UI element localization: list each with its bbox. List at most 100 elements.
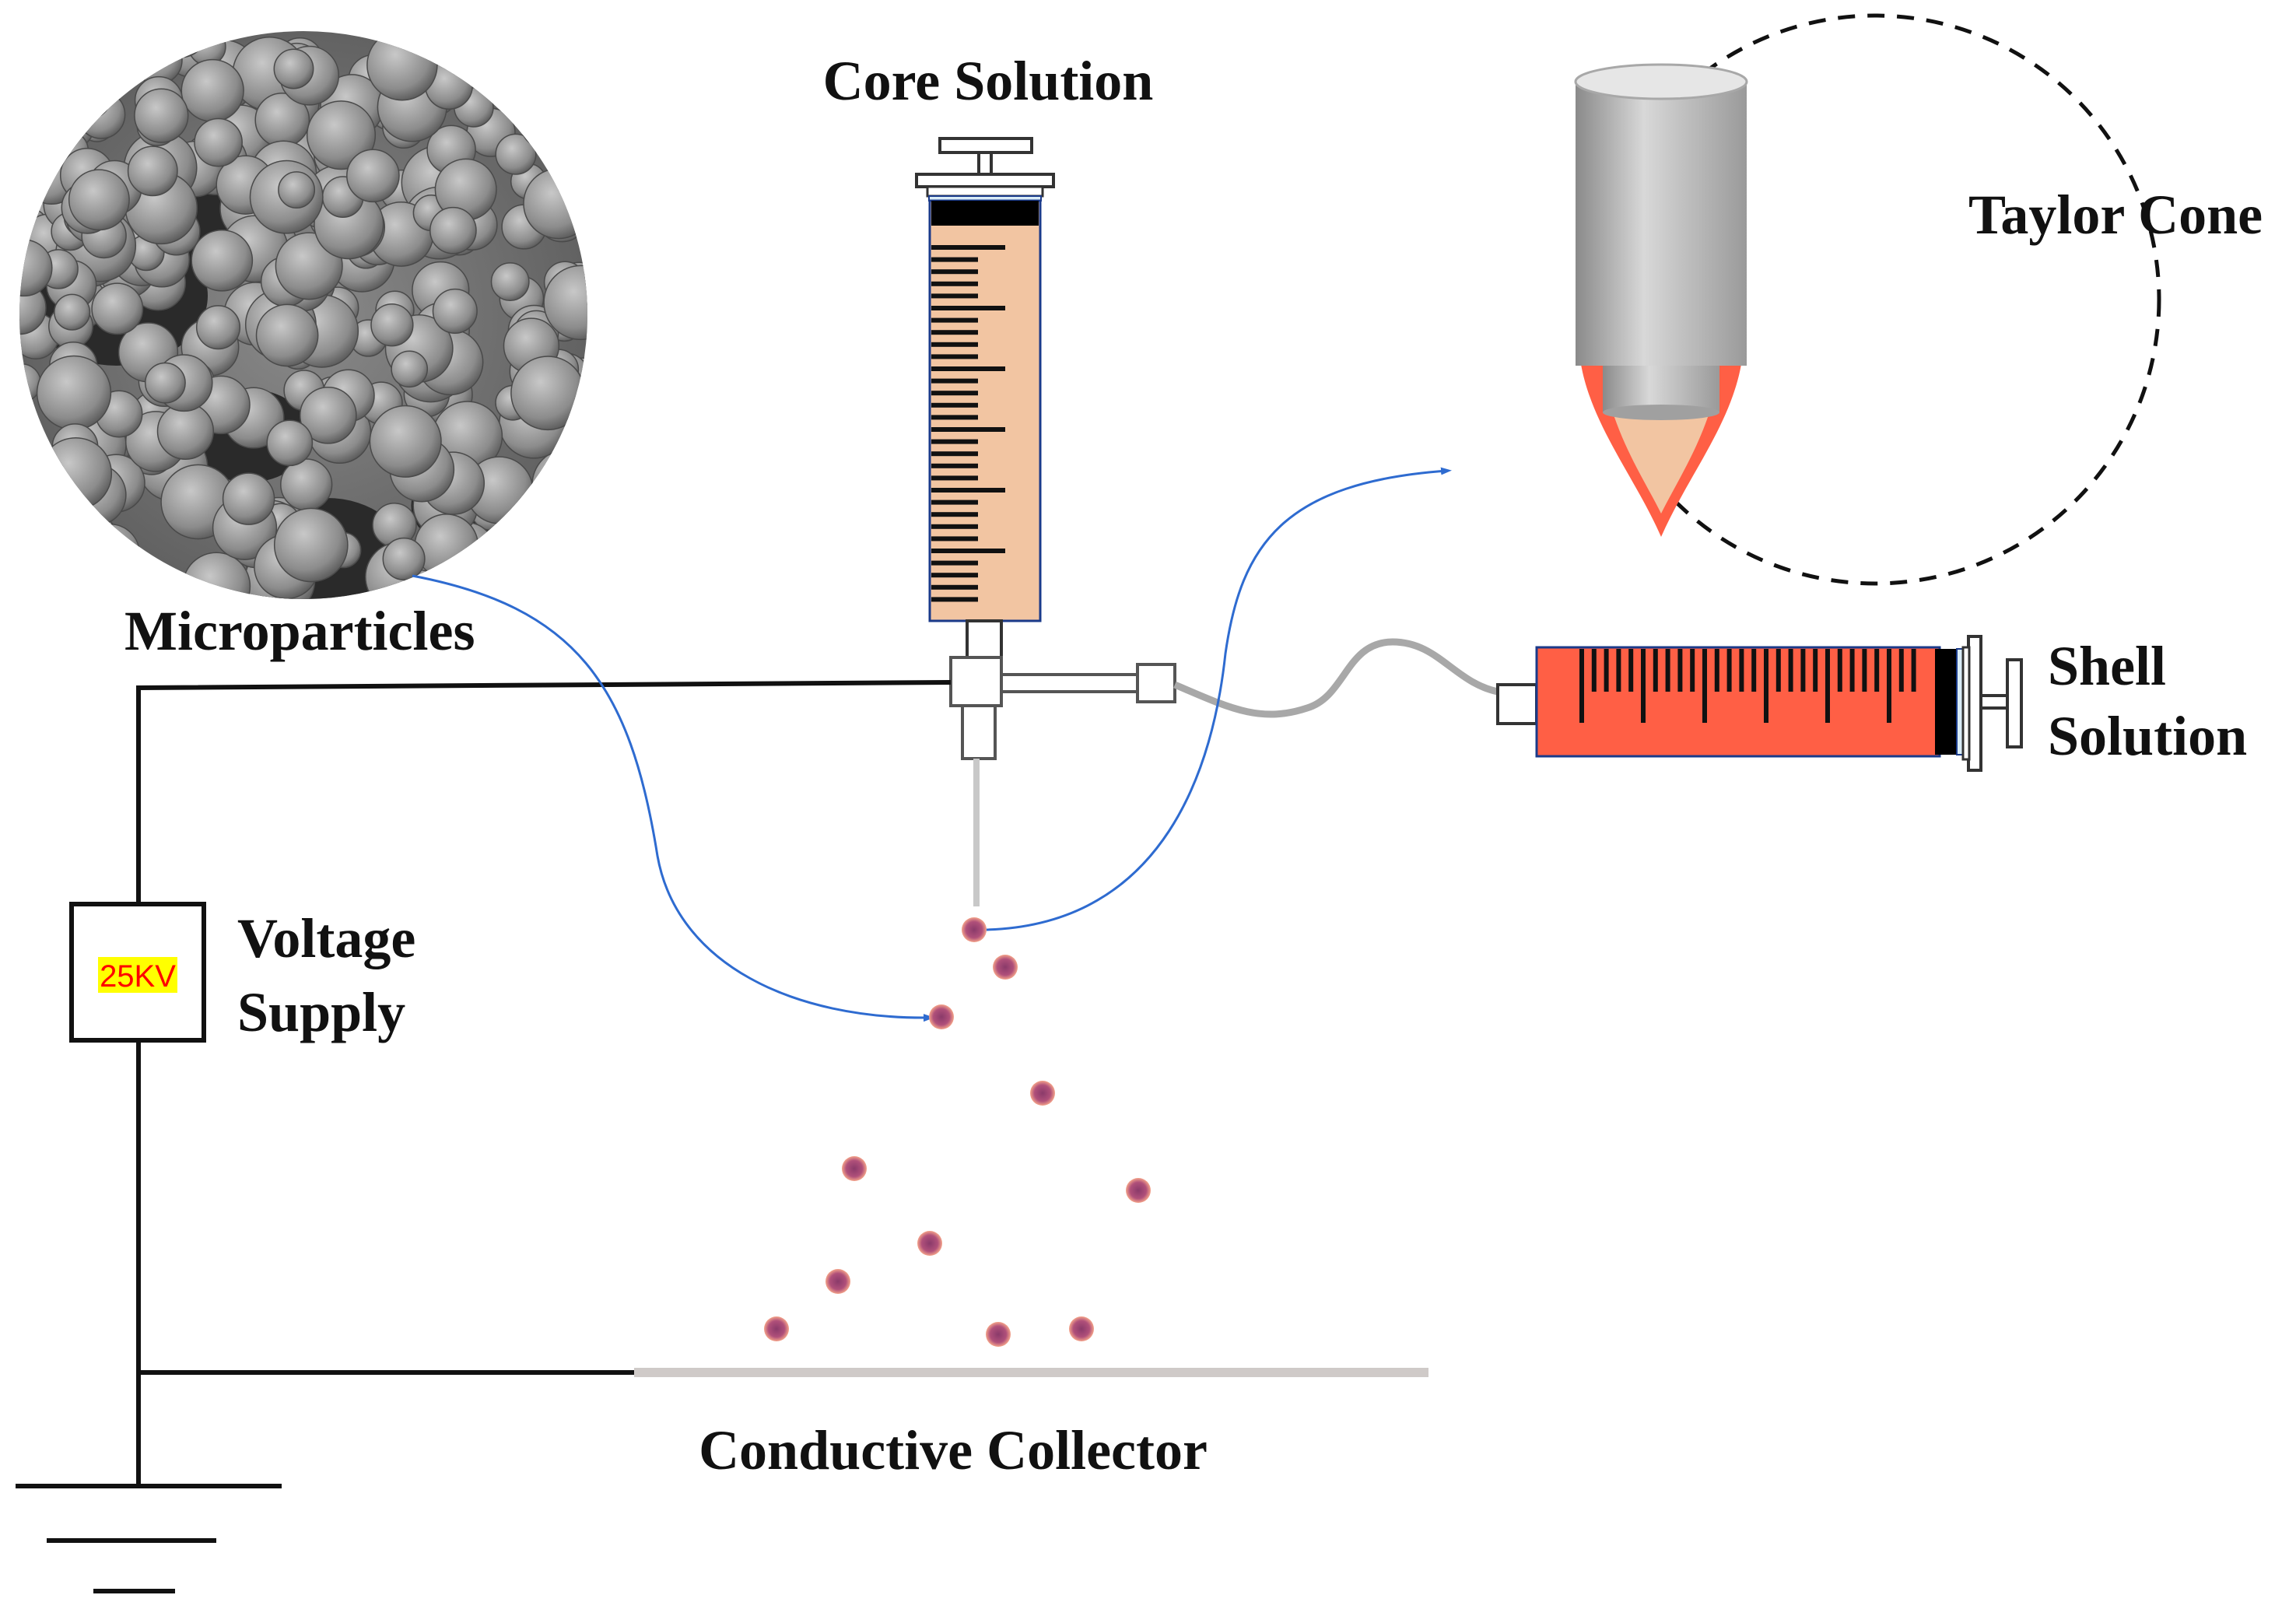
graduation-tick: [931, 560, 978, 566]
graduation-tick: [1849, 649, 1855, 692]
particle: [993, 955, 1018, 980]
sem-particle: [19, 433, 51, 488]
sem-micrograph: [19, 31, 587, 599]
label-microparticles: Microparticles: [124, 600, 475, 662]
particle: [962, 917, 987, 942]
sem-particle: [156, 402, 215, 460]
sem-particle: [568, 31, 587, 58]
graduation-tick: [1874, 649, 1880, 692]
sem-particle: [306, 100, 377, 170]
graduation-tick: [931, 584, 978, 590]
graduation-tick: [1788, 649, 1793, 692]
sem-particle: [91, 282, 144, 335]
graduation-tick: [931, 257, 978, 262]
ground-symbol: [16, 1484, 282, 1593]
shell-barrel: [1535, 646, 1941, 758]
taylor-cone-arrow: [983, 467, 1452, 931]
graduation-tick: [1714, 649, 1719, 692]
sem-particle: [144, 362, 186, 404]
sem-particle: [535, 31, 584, 57]
sem-particle: [44, 48, 89, 92]
graduation-tick: [1862, 649, 1867, 692]
sem-particle: [222, 472, 275, 525]
core-plunger-seal: [931, 201, 1039, 226]
graduation-tick: [1911, 649, 1916, 692]
sem-particle: [195, 305, 241, 350]
graduation-tick: [931, 500, 978, 505]
graduation-tick: [1726, 649, 1732, 692]
graduation-tick: [931, 439, 978, 444]
voltage-supply: 25KV: [69, 902, 206, 1043]
sem-particle: [495, 133, 537, 175]
sem-particle: [504, 65, 557, 117]
graduation-tick: [931, 281, 978, 286]
sem-particle: [42, 535, 88, 580]
sem-particle: [68, 169, 130, 231]
core-barrel: [928, 199, 1042, 622]
shell-tubing: [1173, 638, 1502, 718]
graduation-tick: [931, 524, 978, 529]
sem-particle: [68, 76, 111, 120]
particle: [826, 1269, 850, 1294]
sem-particle: [134, 88, 189, 143]
sem-particle: [181, 58, 244, 123]
sem-particle: [534, 522, 587, 593]
graduation-tick: [931, 342, 978, 347]
graduation-tick: [931, 366, 1005, 371]
particle: [1030, 1081, 1055, 1106]
particle: [917, 1231, 942, 1256]
microparticle-arrow: [412, 574, 934, 1022]
sem-particle: [19, 110, 54, 159]
sem-particle: [537, 44, 587, 113]
label-voltage-supply-line1: Voltage: [237, 907, 415, 969]
sem-particle: [414, 514, 479, 579]
graduation-tick: [1628, 649, 1634, 692]
sem-particle: [559, 162, 587, 201]
taylor-cone-inset: [1574, 13, 2161, 586]
sem-particle: [521, 104, 564, 148]
sem-particle: [552, 111, 587, 152]
sem-particle: [299, 386, 357, 444]
graduation-tick: [931, 597, 978, 602]
sem-particle: [471, 547, 523, 599]
graduation-tick: [1898, 649, 1904, 692]
sem-particle: [369, 405, 442, 478]
sem-particle: [273, 507, 349, 583]
graduation-tick: [1887, 649, 1891, 723]
graduation-tick: [931, 330, 978, 335]
sem-particle: [153, 31, 208, 58]
sem-particle: [19, 363, 42, 403]
sem-particle: [432, 288, 478, 334]
label-core-solution: Core Solution: [823, 50, 1154, 112]
graduation-tick: [1702, 649, 1707, 723]
sem-particle: [278, 171, 316, 209]
sem-particle: [19, 116, 51, 177]
graduation-tick: [931, 475, 978, 481]
graduation-tick: [931, 427, 1005, 432]
graduation-tick: [1641, 649, 1646, 723]
core-plunger-handle: [938, 137, 1033, 154]
sem-particle: [429, 206, 477, 254]
graduation-tick: [931, 402, 978, 408]
sem-particle: [54, 293, 91, 331]
graduation-tick: [931, 512, 978, 517]
graduation-tick: [1764, 649, 1768, 723]
sem-particle: [127, 145, 178, 197]
graduation-tick: [931, 549, 1005, 553]
particle: [929, 1004, 954, 1029]
sem-particle: [54, 505, 100, 550]
sem-particle: [266, 419, 314, 467]
core-flange: [915, 173, 1055, 188]
sem-particle: [37, 31, 95, 72]
label-taylor-cone: Taylor Cone: [1968, 184, 2263, 246]
graduation-tick: [1751, 649, 1757, 692]
sem-particle: [19, 556, 52, 599]
sem-particle: [531, 448, 587, 522]
coaxial-connector: [949, 656, 1176, 906]
graduation-tick: [1739, 649, 1744, 692]
graduation-tick: [1775, 649, 1781, 692]
shell-graduation-ticks: [1579, 649, 1916, 723]
sem-particle: [280, 458, 333, 511]
